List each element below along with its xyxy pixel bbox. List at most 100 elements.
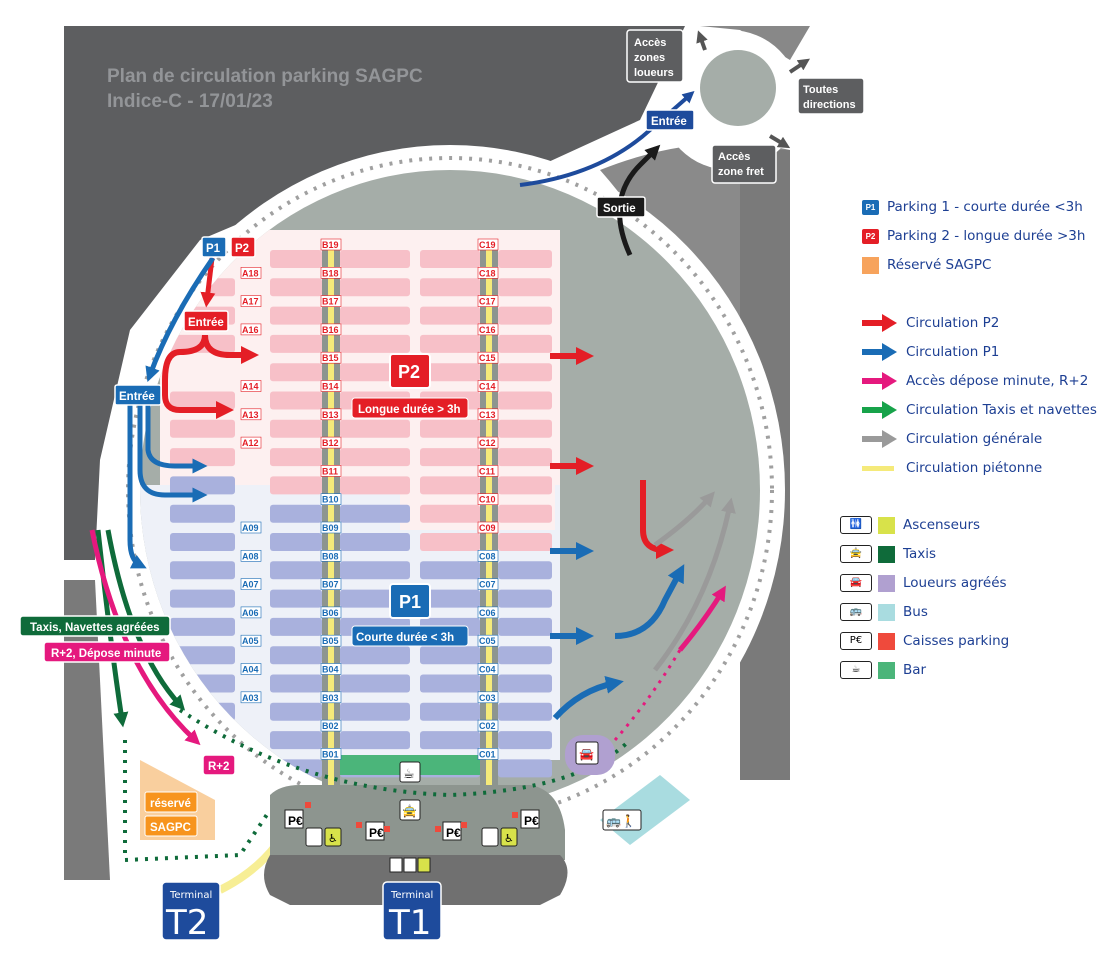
parking-stall [340,250,410,268]
sign-p2-entry: P2 [230,236,256,258]
svg-text:P€: P€ [288,814,303,828]
p2-badge: P2 [862,228,879,244]
service-swatch [878,632,895,650]
svg-text:Courte durée < 3h: Courte durée < 3h [356,632,454,644]
parking-stall [420,448,480,467]
row-label: C15 [477,351,499,364]
row-label: B16 [320,323,342,336]
legend-label: Circulation générale [906,431,1043,447]
svg-text:A18: A18 [242,268,259,278]
roundabout-arrow-3 [768,134,791,149]
row-label: C19 [477,238,499,251]
row-label: B11 [320,465,342,477]
parking-stall [340,334,410,353]
row-label: C16 [477,323,499,336]
parking-stall [498,731,552,750]
svg-text:P2: P2 [235,243,249,255]
svg-text:B16: B16 [322,325,339,335]
svg-text:C15: C15 [479,353,496,363]
svg-text:A04: A04 [242,665,259,675]
parking-pay-icon: P€ [435,821,467,841]
svg-text:A06: A06 [242,608,259,618]
parking-stall [270,306,322,325]
row-label: B07 [320,578,342,590]
parking-stall [498,674,552,693]
svg-text:A05: A05 [242,636,259,646]
parking-stall [170,589,235,608]
svg-text:B09: B09 [322,523,339,533]
svg-text:C09: C09 [479,523,496,533]
p2-arrow-a13 [162,334,234,419]
svg-text:R+2: R+2 [208,761,229,773]
legend-item-service: 🚌Bus [840,601,928,623]
row-label: B18 [320,266,342,279]
legend-item-circulation: Circulation piétonne [862,457,1042,479]
sign-acces-fret: Accès zone fret [711,144,777,184]
svg-text:C02: C02 [479,721,496,731]
p1-arrow-low [552,675,624,721]
legend-label: Réservé SAGPC [887,257,992,273]
svg-text:Terminal: Terminal [169,890,212,901]
svg-text:A07: A07 [242,580,259,590]
p1-badge: P1 [862,199,879,215]
row-label: A16 [240,323,262,336]
parking-stall [420,419,480,438]
arrow-icon [862,430,897,448]
svg-text:♿: ♿ [504,832,514,845]
row-label: B02 [320,719,342,732]
svg-text:C03: C03 [479,693,496,703]
arrow-icon [862,401,897,419]
row-label: C11 [477,465,499,477]
general-arrow-2 [653,497,736,672]
parking-stall [340,306,410,325]
svg-text:B10: B10 [322,495,339,505]
roundabout-center [700,50,776,126]
svg-text:C13: C13 [479,410,496,420]
parking-stall [498,646,552,665]
sign-entree-p2: Entrée [183,310,229,332]
row-label: C02 [477,719,499,732]
parking-stall [170,533,235,551]
svg-text:B13: B13 [322,410,339,420]
row-label: B06 [320,606,342,619]
svg-text:C07: C07 [479,580,496,590]
bus-icon: 🚌 [840,603,872,621]
parking-stall [420,702,480,721]
parking-stall [270,419,322,438]
svg-text:A12: A12 [242,438,259,448]
row-label: A18 [240,266,262,279]
parking-stall [340,476,410,495]
parking-stall [170,476,235,495]
parking-stalls [170,250,552,778]
sign-sortie: Sortie [596,196,646,218]
taxi-dotted-loop [178,708,632,798]
svg-text:R+2, Dépose minute: R+2, Dépose minute [51,648,161,660]
terminal-t2-sign: Terminal T2 [161,881,221,943]
ring-dots [126,156,774,824]
parking-stall [270,504,322,523]
svg-text:réservé: réservé [150,798,191,810]
p1-arrow-exit [614,564,685,639]
p1-arrow-3 [127,405,147,569]
arrow-icon [862,343,897,361]
legend-label: Caisses parking [903,633,1010,649]
row-label: C06 [477,606,499,619]
legend-label: Circulation P2 [906,315,1000,331]
legend-item-service: 🚘Loueurs agréés [840,572,1007,594]
parking-stall [270,391,322,410]
terrain-right [700,26,810,60]
bus-icon: 🚌🚶 [602,809,642,831]
p1-arrow-2 [137,405,208,503]
parking-stall [498,476,552,495]
svg-text:♿: ♿ [328,832,338,845]
row-label: A06 [240,606,262,619]
map-title-line2: Indice-C - 17/01/23 [107,91,273,112]
parking-stall [270,561,322,580]
parking-stall [498,334,552,353]
svg-text:B15: B15 [322,353,339,363]
parking-stall [170,391,235,410]
row-label: A13 [240,408,262,421]
parking-stall [270,646,322,665]
parking-stall [498,589,552,608]
svg-text:Longue durée > 3h: Longue durée > 3h [358,404,461,416]
